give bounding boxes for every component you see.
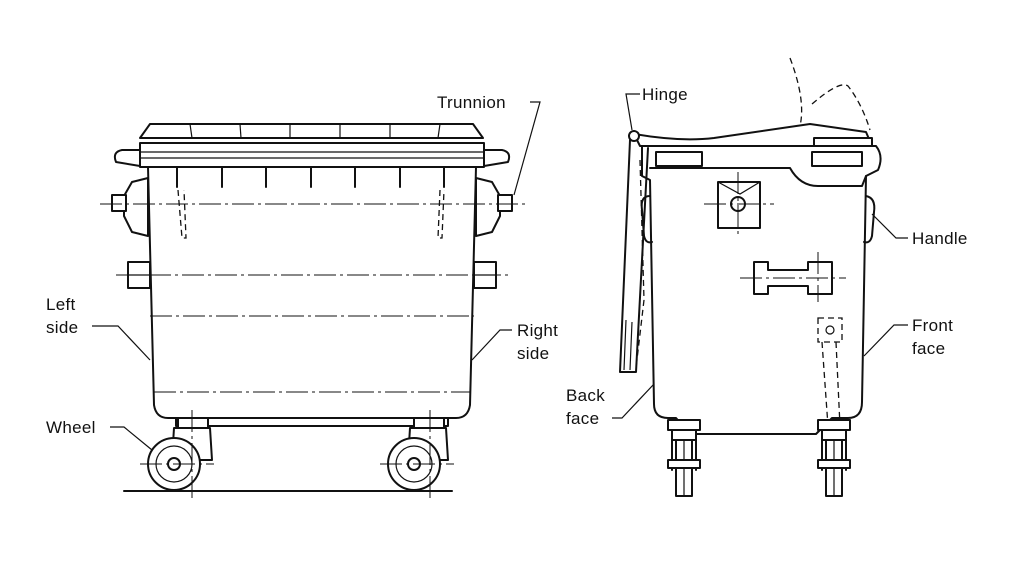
end-view: Hinge Handle Back face Front face [566,57,968,497]
caster-back [667,419,701,497]
lid-profile [633,123,873,147]
trunnion-pin [497,194,513,212]
leader-right-side [471,329,512,361]
label-front-face-2: face [912,339,945,358]
wheel-left [140,410,214,500]
label-right-side-2: side [517,344,549,363]
label-left-side-1: Left [46,295,76,314]
leader-hinge [625,93,640,131]
label-back-face-1: Back [566,386,605,405]
label-back-face-2: face [566,409,599,428]
side-view: Trunnion Left side Right side Wheel [46,93,558,500]
trunnion-housing-right [475,177,501,237]
leader-left-side [92,325,151,361]
body-side [147,166,477,419]
hinged-flap [619,139,649,373]
leader-front-face [863,324,908,357]
rim-ribs [176,166,445,188]
leader-trunnion [513,101,541,196]
label-hinge: Hinge [642,85,688,104]
leader-back-face [612,383,655,419]
trunnion-housing-left [123,177,149,237]
label-trunnion: Trunnion [437,93,506,112]
leader-handle [871,213,908,239]
lift-bar-left [113,149,141,167]
rim [139,142,485,168]
lift-bar-right [483,149,511,167]
label-right-side-1: Right [517,321,558,340]
wheel-right [380,410,454,500]
label-front-face-1: Front [912,316,953,335]
caster-front [817,419,851,497]
hinge-pin [628,130,640,142]
label-wheel: Wheel [46,418,96,437]
leader-wheel [110,426,153,451]
label-left-side-2: side [46,318,78,337]
label-handle: Handle [912,229,968,248]
handle-front [863,195,876,244]
